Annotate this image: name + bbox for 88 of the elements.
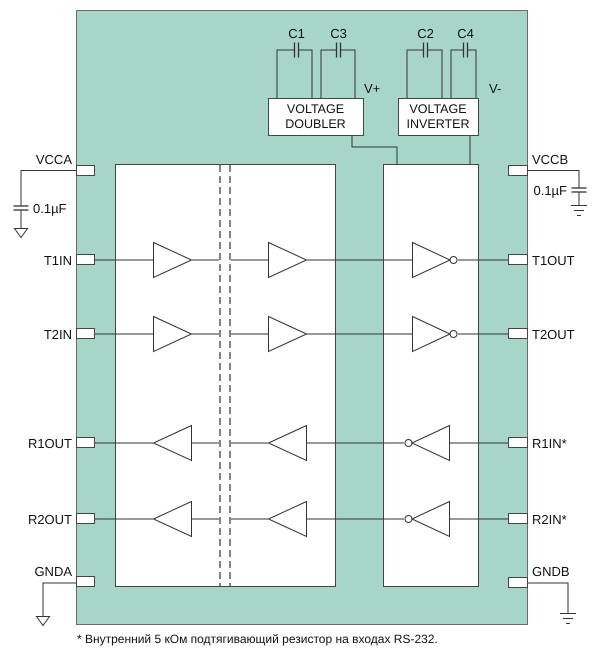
pin-label: GNDA (34, 564, 72, 578)
wire (20, 212, 22, 228)
pin-pad (76, 328, 94, 339)
buffer-symbol (268, 424, 306, 460)
pin-label: R1IN* (532, 436, 567, 450)
block-label: VOLTAGE DOUBLER (285, 102, 346, 132)
capacitor-symbol (571, 185, 587, 195)
wire (320, 50, 332, 98)
wire (192, 442, 220, 444)
buffer-symbol (152, 242, 192, 278)
capacitor-symbol (418, 42, 432, 58)
pin-pad (76, 437, 94, 448)
capacitor-symbol (330, 42, 346, 58)
chip-body (76, 10, 528, 625)
buffer-symbol (268, 500, 306, 536)
pin-label: R1OUT (28, 436, 72, 450)
wire (42, 582, 76, 616)
net-label: V+ (364, 80, 380, 96)
value-label: 0.1µF (533, 182, 567, 198)
net-label: V- (489, 80, 502, 96)
wire (528, 582, 568, 614)
inverter-symbol (404, 424, 450, 460)
pin-pad (508, 437, 528, 448)
footnote: * Внутренний 5 кОм подтягивающий резистор на входах RS-232. (77, 632, 438, 646)
ground-symbol (560, 613, 576, 624)
circuit-block (382, 164, 478, 586)
pin-label: R2IN* (532, 512, 567, 526)
capacitor-symbol (458, 42, 472, 58)
pin-pad (508, 513, 528, 524)
pin-pad (76, 576, 94, 586)
pin-label: T2OUT (532, 326, 575, 342)
pin-pad (76, 254, 94, 265)
converter-block (268, 98, 364, 136)
capacitor-symbol (13, 203, 29, 213)
inverter-symbol (412, 316, 458, 352)
buffer-symbol (152, 500, 192, 536)
wire (304, 50, 312, 98)
pin-pad (76, 513, 94, 524)
wire (450, 442, 508, 444)
buffer-symbol (152, 316, 192, 352)
wire (406, 50, 418, 98)
buffer-symbol (152, 424, 192, 460)
block-label: VOLTAGE INVERTER (406, 102, 470, 132)
buffer-symbol (268, 316, 306, 352)
inverter-symbol (404, 500, 450, 536)
pin-pad (508, 164, 528, 176)
ground-symbol (14, 228, 28, 238)
pin-label: GNDB (532, 564, 570, 578)
wire (192, 518, 220, 520)
pin-label: VCCA (36, 152, 72, 166)
ground-symbol (571, 205, 587, 216)
pin-label: T1IN (44, 252, 72, 268)
pin-pad (508, 254, 528, 265)
wire (94, 442, 154, 444)
pin-label: T1OUT (532, 252, 575, 268)
pin-label: T2IN (44, 326, 72, 342)
pin-pad (508, 328, 528, 339)
pin-pad (508, 576, 528, 588)
component-label: C1 (288, 26, 305, 40)
wire (276, 50, 290, 98)
wire (352, 136, 398, 164)
wire (230, 442, 268, 444)
wire (450, 50, 458, 98)
inverter-symbol (412, 242, 458, 278)
wire (432, 50, 442, 98)
ground-symbol (36, 616, 50, 626)
wire (472, 50, 476, 98)
converter-block (398, 98, 478, 136)
wire (528, 170, 580, 186)
value-label: 0.1µF (33, 200, 67, 216)
isolation-barrier (218, 164, 230, 586)
circuit-block (114, 164, 336, 586)
buffer-symbol (268, 242, 306, 278)
wire (94, 518, 154, 520)
wire (306, 518, 404, 520)
wire (306, 442, 404, 444)
wire (450, 518, 508, 520)
component-label: C2 (417, 26, 434, 40)
component-label: C4 (457, 26, 474, 40)
component-label: C3 (330, 26, 347, 40)
pin-label: VCCB (532, 152, 568, 166)
wire (578, 194, 580, 206)
pin-label: R2OUT (28, 512, 72, 526)
wire (230, 518, 268, 520)
pin-pad (76, 164, 94, 176)
wire (20, 170, 76, 204)
wire (346, 50, 356, 98)
capacitor-symbol (288, 42, 304, 58)
